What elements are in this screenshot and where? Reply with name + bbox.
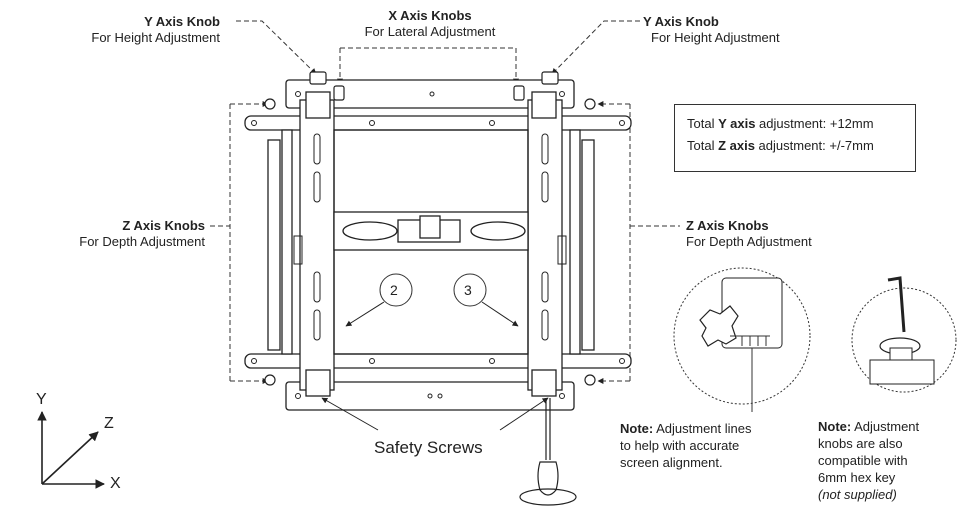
- x-knobs-title: X Axis Knobs: [388, 8, 472, 23]
- y-knob-left-title: Y Axis Knob: [144, 14, 220, 29]
- callout-2-number: 2: [390, 282, 398, 298]
- safety-screw-pointers: [321, 397, 549, 431]
- axis-z-label: Z: [104, 415, 114, 432]
- y-knob-left-sub: For Height Adjustment: [91, 30, 220, 45]
- callout-2: [345, 273, 413, 327]
- info-line-y: Total Y axis adjustment: +12mm: [687, 116, 874, 131]
- callout-3-number: 3: [464, 282, 472, 298]
- z-knobs-right-label: Z Axis Knobs For Depth Adjustment: [686, 218, 906, 250]
- z-knobs-left-title: Z Axis Knobs: [122, 218, 205, 233]
- info-line-z: Total Z axis adjustment: +/-7mm: [687, 138, 874, 153]
- note-hex-key: Note: Adjustment knobs are also compatib…: [818, 419, 920, 502]
- axes-indicator: [37, 411, 105, 489]
- callout-3: [453, 273, 519, 327]
- detail-adjustment-lines: [673, 267, 811, 412]
- note-lines-bold: Note:: [620, 421, 654, 436]
- z-knobs-left-label: Z Axis Knobs For Depth Adjustment: [0, 218, 205, 250]
- detail-hex-key: [851, 276, 957, 393]
- axis-x-label: X: [110, 475, 121, 492]
- safety-screws-label: Safety Screws: [374, 438, 483, 457]
- adjustment-info-box: Total Y axis adjustment: +12mm Total Z a…: [674, 104, 916, 172]
- slot-details: [251, 91, 625, 399]
- bracket-drawing: [244, 79, 632, 411]
- note-hex-bold: Note:: [818, 419, 852, 434]
- knob-drawings: [264, 71, 596, 386]
- y-knob-left-label: Y Axis Knob For Height Adjustment: [20, 14, 220, 46]
- z-knobs-left-sub: For Depth Adjustment: [79, 234, 205, 249]
- y-knob-right-sub: For Height Adjustment: [651, 30, 780, 45]
- z-knobs-right-sub: For Depth Adjustment: [686, 234, 812, 249]
- axis-y-label: Y: [36, 391, 47, 408]
- y-knob-right-title: Y Axis Knob: [643, 14, 719, 29]
- note-adjustment-lines: Note: Adjustment lines to help with accu…: [620, 421, 752, 470]
- leader-lines: [210, 20, 680, 384]
- x-knobs-label: X Axis Knobs For Lateral Adjustment: [330, 8, 530, 40]
- y-knob-right-label: Y Axis Knob For Height Adjustment: [643, 14, 863, 46]
- z-knobs-right-title: Z Axis Knobs: [686, 218, 769, 233]
- screwdriver-icon: [519, 398, 577, 506]
- x-knobs-sub: For Lateral Adjustment: [364, 24, 496, 39]
